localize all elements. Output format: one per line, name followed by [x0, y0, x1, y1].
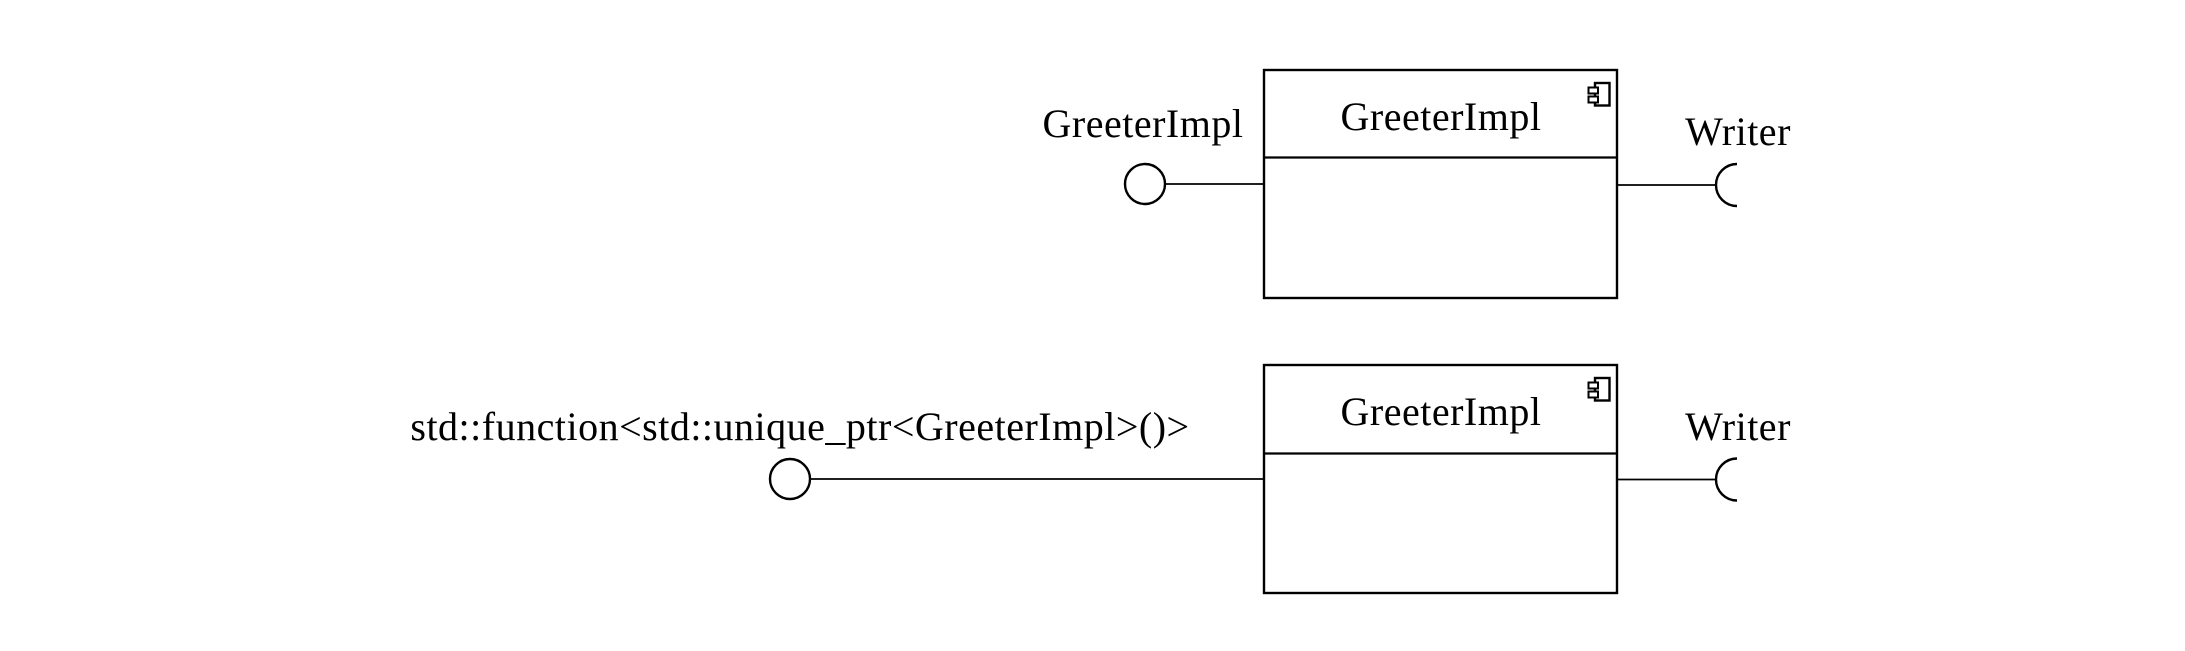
- component-box-2: [1262, 363, 1619, 595]
- component-title: GreeterImpl: [1340, 389, 1542, 434]
- provided-interface-connector-1: [1123, 162, 1264, 206]
- provided-interface-ball: [1123, 162, 1167, 206]
- provided-interface-label: std::function<std::unique_ptr<GreeterImp…: [410, 404, 1190, 449]
- component-box-1: [1262, 68, 1619, 300]
- required-interface-socket: [1714, 457, 1738, 502]
- required-interface-label: Writer: [1685, 109, 1791, 154]
- required-interface-label: Writer: [1685, 404, 1791, 449]
- required-interface-connector-1: [1617, 162, 1738, 208]
- component-icon: [1587, 376, 1611, 402]
- provided-interface-connector-2: [768, 457, 1264, 501]
- provided-interface-ball: [768, 457, 812, 501]
- required-interface-socket: [1714, 162, 1738, 208]
- component-title: GreeterImpl: [1340, 94, 1542, 139]
- component-icon: [1587, 81, 1611, 107]
- provided-interface-label: GreeterImpl: [1042, 101, 1244, 146]
- required-interface-connector-2: [1617, 457, 1738, 502]
